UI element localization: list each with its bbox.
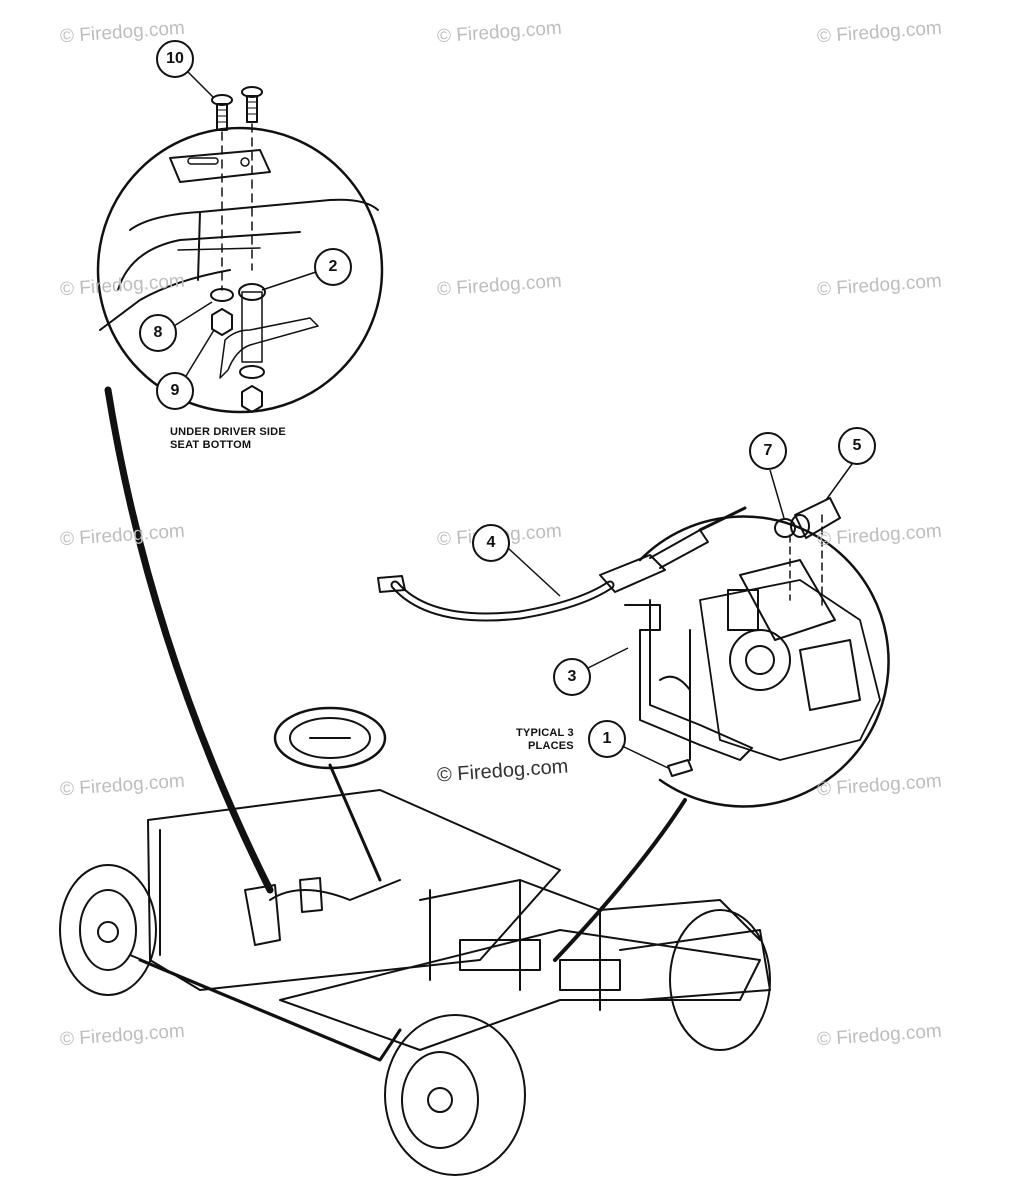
callout-2: 2: [314, 248, 352, 286]
pedal-detail-view: [624, 497, 890, 808]
callout-1: 1: [588, 720, 626, 758]
bolt-left: [211, 94, 233, 131]
note-under-seat-line1: UNDER DRIVER SIDE: [170, 426, 286, 438]
callout-7: 7: [749, 432, 787, 470]
callout-9: 9: [156, 372, 194, 410]
seat-detail-view: [96, 86, 384, 414]
note-typical-line2: PLACES: [528, 740, 574, 752]
note-typical: TYPICAL 3 PLACES: [516, 727, 574, 753]
callout-3: 3: [553, 658, 591, 696]
cable-assembly: [377, 506, 747, 622]
golf-cart-chassis: [59, 706, 771, 1176]
callout-5: 5: [838, 427, 876, 465]
note-under-seat: UNDER DRIVER SIDE SEAT BOTTOM: [170, 426, 286, 452]
callout-8: 8: [139, 314, 177, 352]
bolt-right: [241, 86, 263, 123]
note-typical-line1: TYPICAL 3: [516, 727, 574, 739]
note-under-seat-line2: SEAT BOTTOM: [170, 439, 252, 451]
callout-4: 4: [472, 524, 510, 562]
callout-10: 10: [156, 40, 194, 78]
